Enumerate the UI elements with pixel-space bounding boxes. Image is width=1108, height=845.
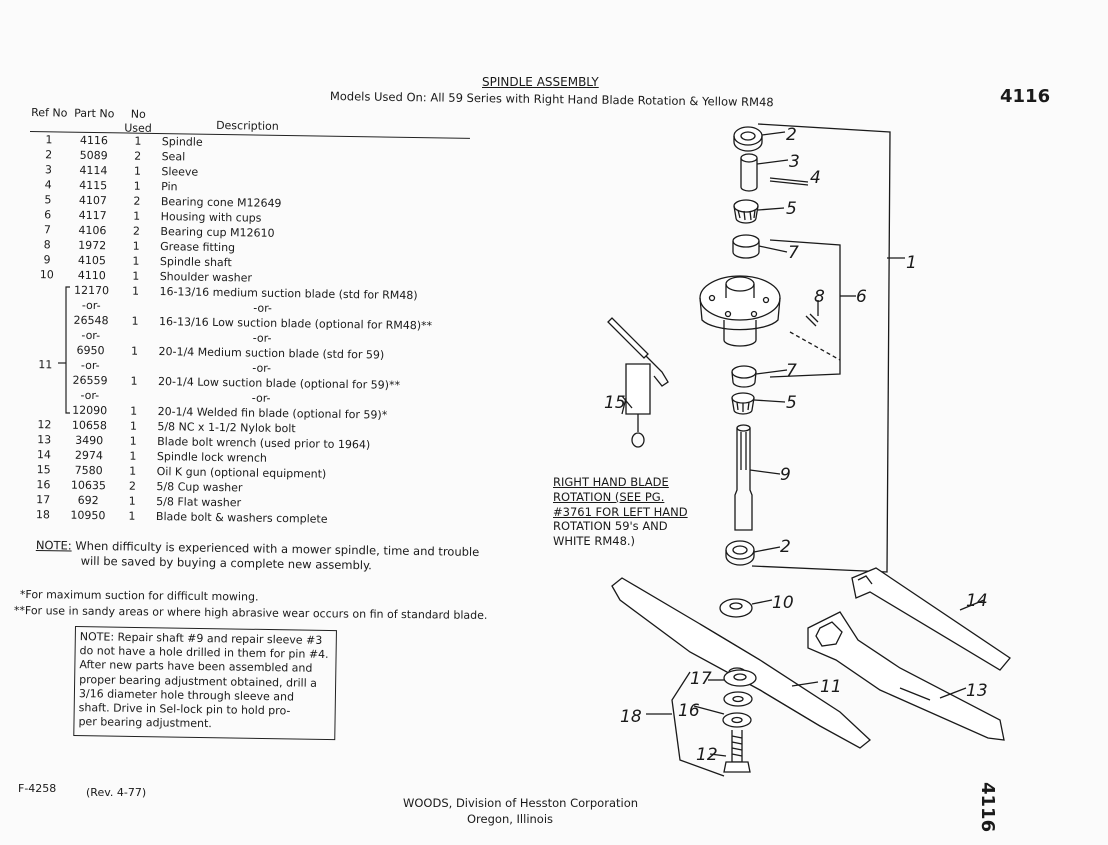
page-number: 4116: [1000, 86, 1051, 107]
bearing-cup-lower-part: [731, 365, 757, 388]
rotation-note-line: #3761 FOR LEFT HAND: [553, 504, 688, 519]
callout-7-lower: 7: [786, 361, 797, 381]
pin-part: [769, 177, 809, 186]
rotation-note: RIGHT HAND BLADE ROTATION (SEE PG. #3761…: [553, 475, 688, 549]
shoulder-washer-part: [719, 598, 753, 618]
blade-bolt-wrench-part: [807, 611, 1005, 741]
callout-1: 1: [906, 253, 917, 273]
spindle-lock-wrench-part: [851, 567, 1011, 671]
bearing-cup-part: [732, 234, 760, 259]
oil-gun-part: [607, 317, 669, 448]
rotation-note-line: WHITE RM48.): [553, 534, 636, 549]
seal-part: [733, 126, 763, 152]
revision: (Rev. 4-77): [86, 786, 147, 799]
washer-stack-part: [722, 669, 757, 728]
callout-10: 10: [772, 593, 794, 613]
page-title: SPINDLE ASSEMBLY: [482, 75, 599, 89]
callout-14: 14: [966, 591, 988, 611]
form-number: F-4258: [18, 782, 57, 795]
assembly-bracket: [751, 123, 891, 573]
company-city: Oregon, Illinois: [467, 812, 554, 826]
callout-5: 5: [786, 199, 797, 219]
callout-5-lower: 5: [786, 393, 797, 413]
callout-3: 3: [789, 152, 800, 172]
callout-16: 16: [678, 701, 700, 721]
rotation-note-line: RIGHT HAND BLADE: [553, 475, 669, 489]
callout-9: 9: [780, 465, 791, 485]
callout-12: 12: [696, 745, 718, 765]
housing-part: [699, 275, 781, 347]
callout-4: 4: [810, 168, 821, 188]
callout-18: 18: [620, 707, 642, 727]
bearing-cone-part: [733, 199, 759, 224]
bearing-cone-lower-part: [731, 392, 755, 415]
callout-11: 11: [820, 677, 842, 697]
callout-13: 13: [966, 681, 988, 701]
callout-17: 17: [690, 669, 712, 689]
sleeve-part: [740, 153, 758, 192]
bolt-part: [723, 730, 751, 773]
housing-bracket: [769, 239, 841, 378]
spindle-shaft-part: [734, 424, 753, 531]
grease-fitting-part: [789, 313, 841, 361]
callout-15: 15: [604, 393, 626, 413]
seal-lower-part: [725, 540, 755, 566]
callout-7: 7: [788, 243, 799, 263]
company-name: WOODS, Division of Hesston Corporation: [403, 796, 639, 810]
rotation-note-line: ROTATION 59's AND: [553, 519, 668, 534]
callout-labels: 1 2 3 4 5 6 7 8 7 5 9 2 10 11 12 13 14 1…: [604, 125, 988, 765]
blade-part: [611, 577, 871, 749]
rotation-note-line: ROTATION (SEE PG.: [553, 489, 665, 504]
callout-2: 2: [786, 125, 797, 145]
callout-2-lower: 2: [780, 537, 791, 557]
callout-8: 8: [814, 287, 825, 307]
callout-6: 6: [856, 287, 867, 307]
